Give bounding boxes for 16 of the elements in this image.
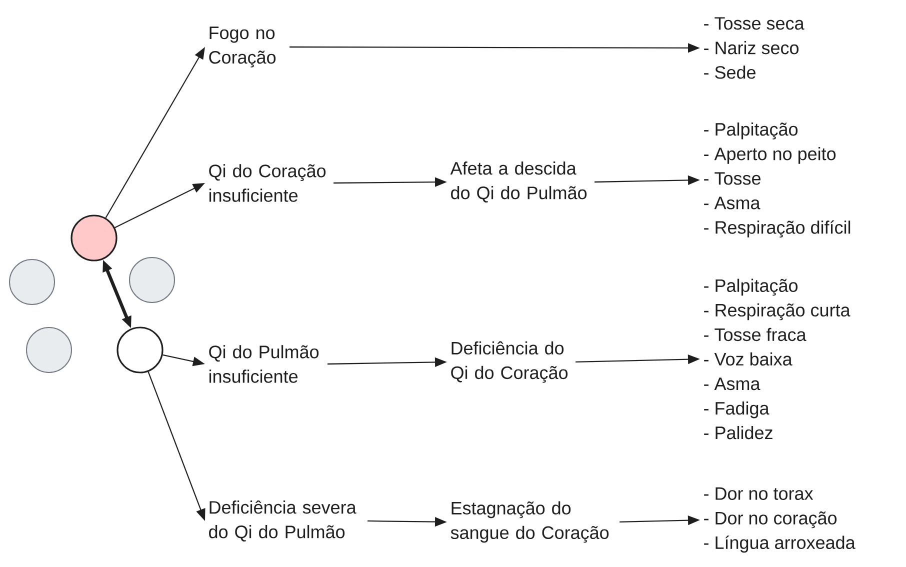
text-label: Deficiência do Qi do Coração [451, 341, 568, 383]
circle [9, 259, 55, 305]
bullet-list: - Tosse seca - Nariz seco - Sede [704, 17, 804, 79]
text-label: Afeta a descida do Qi do Pulmão [450, 162, 587, 202]
bullet-list: - Palpitação - Aperto no peito - Tosse - Asma - Respiração difícil [704, 122, 850, 238]
text-label: Qi do Pulmão insuficiente [209, 345, 319, 383]
bullet-list: - Dor no torax - Dor no coração - Língua arroxeada [704, 487, 856, 553]
text-label: Qi do Coração insuficiente [209, 164, 326, 202]
circle [70, 214, 118, 262]
circle [116, 326, 164, 374]
text-label: Estagnação do sangue do Coração [450, 501, 609, 543]
circle [26, 327, 72, 373]
text-label: Deficiência severa do Qi do Pulmão [209, 500, 356, 542]
bullet-list: - Palpitação - Respiração curta - Tosse fraca - Voz baixa - Asma - Fadiga - Palidez [704, 278, 850, 440]
text-label: Fogo no Coração [209, 26, 276, 68]
circle [129, 257, 175, 303]
